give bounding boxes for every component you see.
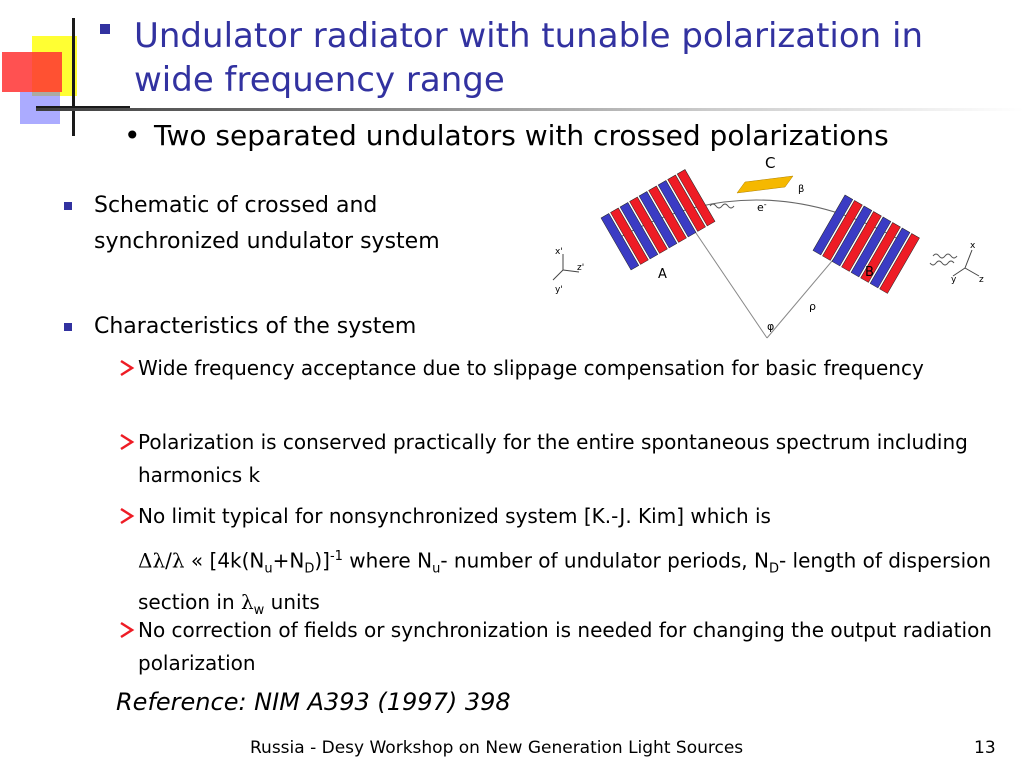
page-number: 13 [974,738,996,758]
sub-item-text: No limit typical for nonsynchronized sys… [138,504,771,528]
arrow-bullet-icon [120,359,135,377]
formula-text: « [4k(N [184,548,265,573]
subtitle-text: Two separated undulators with crossed po… [154,119,889,152]
undulator-a-magnets [600,169,716,271]
sub-item: No correction of fields or synchronizati… [118,614,998,680]
corner-decoration [2,18,130,136]
bullet-characteristics: Characteristics of the system [94,314,417,339]
title-bullet-icon [100,24,110,34]
formula-sub: w [253,602,265,618]
formula-delta-lambda: Δλ [138,548,166,573]
label-y-right: y [951,275,957,285]
title-divider [36,108,1024,111]
deco-horizontal-line [36,106,130,109]
formula-text: - length of dispersion section in [138,548,992,614]
formula-sub: u [432,561,441,577]
label-y-left: y' [555,285,563,295]
bullet-schematic: Schematic of crossed and synchronized un… [94,193,440,254]
arrow-bullet-icon [120,433,135,451]
undulator-b-magnets [812,194,920,294]
sub-item-text: No correction of fields or synchronizati… [138,618,992,675]
formula-slash: / [165,548,172,573]
label-rho: ρ [809,300,816,313]
deco-vertical-line [72,18,75,136]
label-z-right: z [979,275,984,285]
radiation-wave-right [932,253,958,259]
formula-lambda: λ [240,589,254,614]
subtitle-bullet-icon: • [124,119,141,152]
right-axes-icon [952,249,980,277]
square-bullet-icon [64,323,72,331]
sub-item: Polarization is conserved practically fo… [118,426,998,492]
label-x-left: x' [555,247,563,257]
label-c: C [765,154,775,172]
radiation-wave-right-2 [929,260,955,266]
formula-text: - number of undulator periods, N [440,548,769,573]
arrow-bullet-icon [120,507,135,525]
label-b: B [865,265,874,280]
reference: Reference: NIM A393 (1997) 398 [116,688,511,716]
arrow-bullet-icon [120,621,135,639]
square-bullet-icon [64,202,72,210]
sub-item-text: Polarization is conserved practically fo… [138,430,968,487]
label-a: A [658,267,667,282]
label-phi: φ [767,320,774,333]
slippage-formula: Δλ/λ « [4k(Nu+ND)]-1 where Nu- number of… [138,540,998,627]
sub-item-text: Wide frequency acceptance due to slippag… [138,356,924,380]
formula-sub: D [768,561,779,577]
label-x-right: x [970,241,976,251]
footer: Russia - Desy Workshop on New Generation… [250,738,744,758]
formula-sub: u [264,561,273,577]
chicane-magnet [736,175,794,194]
formula-text: +N [272,548,305,573]
sub-item: No limit typical for nonsynchronized sys… [118,500,998,533]
left-axes-icon [552,254,580,281]
sub-item: Wide frequency acceptance due to slippag… [118,352,998,385]
radiation-wave-left [709,203,735,209]
formula-sup: -1 [329,549,343,564]
formula-sub: D [304,561,315,577]
formula-lambda: λ [171,548,185,573]
formula-text: where N [342,548,433,573]
undulator-schematic: C β e- A B ρ φ x' z' y' x y z [552,154,984,339]
formula-text: )] [314,548,330,573]
label-beta: β [798,184,804,195]
label-z-left: z' [577,263,584,273]
subtitle: • Two separated undulators with crossed p… [124,118,1004,154]
slide-title: Undulator radiator with tunable polariza… [134,16,924,100]
label-electron: e- [757,200,767,214]
formula-text: units [264,589,320,614]
deco-red-square [2,52,62,92]
